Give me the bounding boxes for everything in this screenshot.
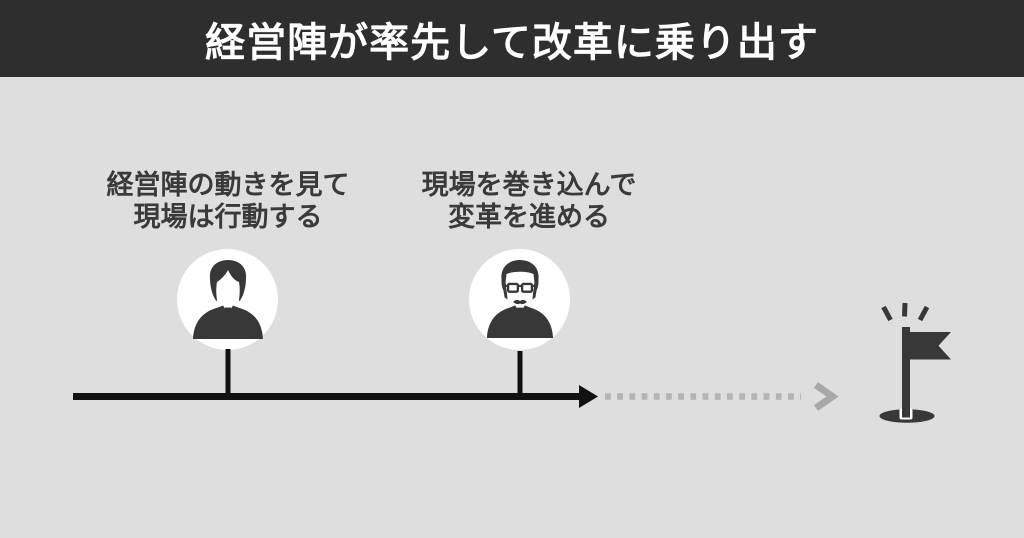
step2-label-line1: 現場を巻き込んで [421,170,637,200]
manager-hair [500,260,539,300]
page-title: 経営陣が率先して改革に乗り出す [205,20,819,65]
businessman-tie [223,307,232,336]
step1-label-line2: 現場は行動する [133,202,323,232]
timeline-solid-line [73,393,581,400]
step2-connector-tick [517,351,523,398]
dotted-arrowhead-icon [813,382,839,411]
businessman-icon [192,260,263,339]
step1-avatar [177,249,278,350]
header-bar: 経営陣が率先して改革に乗り出す [0,0,1024,77]
step1-label: 経営陣の動きを見て 現場は行動する [58,169,398,233]
arrowhead-icon [579,385,598,408]
goal-flag-icon [879,302,951,423]
flag-sparkle-lines [881,302,930,322]
businessman-hair [209,260,246,301]
step1-label-line1: 経営陣の動きを見て [106,170,350,200]
manager-tie [515,307,524,336]
timeline [73,349,839,411]
step1-connector-tick [225,349,231,398]
flag-pole [902,327,910,418]
flag-banner [910,332,951,360]
manager-with-glasses-icon [486,260,553,338]
step2-avatar [469,249,570,350]
step2-label-line2: 変革を進める [448,202,610,232]
step2-label: 現場を巻き込んで 変革を進める [379,169,679,233]
manager-glasses [503,282,536,293]
manager-mustache [512,299,527,305]
